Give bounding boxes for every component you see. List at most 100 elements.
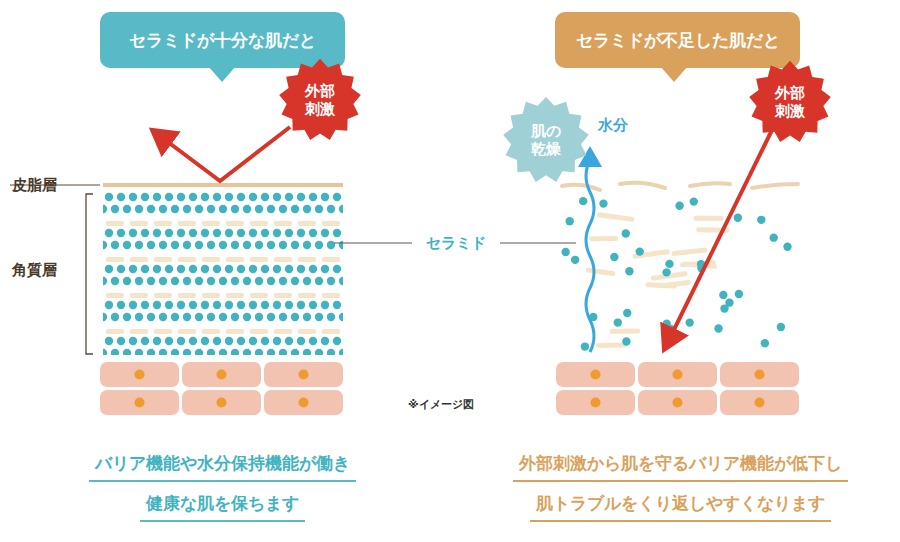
ceramide-dot xyxy=(571,256,579,264)
lipid-fragment xyxy=(610,328,640,333)
skin-cell xyxy=(720,390,799,415)
ceramide-dot xyxy=(579,197,587,205)
skin-cells xyxy=(100,362,343,415)
lipid-fragment xyxy=(585,267,615,276)
lipid-fragment xyxy=(646,282,677,289)
ceramide-dot xyxy=(581,342,589,350)
skin-cell xyxy=(638,362,717,387)
ceramide-dot xyxy=(685,318,693,326)
ceramide-dot xyxy=(735,290,743,298)
cell-nucleus xyxy=(217,370,227,380)
bubble-heading: セラミドが十分な肌だと xyxy=(129,29,316,52)
caption-line: 肌トラブルをくり返しやすくなります xyxy=(530,492,831,522)
cell-nucleus xyxy=(591,370,601,380)
burst-text: 肌の乾燥 xyxy=(530,122,562,158)
leader-line xyxy=(334,243,412,244)
layer-name: 角質層 xyxy=(12,261,57,280)
ceramide-dot xyxy=(599,199,607,207)
lipid-fragment xyxy=(596,342,626,348)
skin-cells xyxy=(556,362,799,415)
skin-cell xyxy=(556,390,635,415)
sebum-fragment xyxy=(562,185,600,190)
sebum-fragment xyxy=(620,183,665,188)
bubble-tail xyxy=(660,66,688,82)
cell-nucleus xyxy=(217,398,227,408)
cell-nucleus xyxy=(673,398,683,408)
ceramide-dot xyxy=(566,217,574,225)
speech-bubble: セラミドが不足した肌だと xyxy=(555,12,800,68)
skin-cell xyxy=(556,362,635,387)
bubble-heading: セラミドが不足した肌だと xyxy=(576,29,780,52)
ceramide-dot xyxy=(757,216,765,224)
ceramide-dot xyxy=(622,229,630,237)
ceramide-dot xyxy=(662,268,670,276)
stimulus-arrow xyxy=(664,130,772,350)
ceramide-dot xyxy=(714,324,722,332)
ceramide-dot xyxy=(725,298,733,306)
burst-outline xyxy=(279,59,361,140)
ceramide-dot xyxy=(614,318,622,326)
cell-nucleus xyxy=(673,370,683,380)
ceramide-dot xyxy=(561,248,569,256)
layer-name: 皮脂層 xyxy=(12,176,57,195)
ceramide-dot xyxy=(690,197,698,205)
skin-cell xyxy=(100,362,179,387)
skin-cell xyxy=(638,390,717,415)
stimulus-arrow xyxy=(152,127,290,181)
ceramide-dot xyxy=(777,323,785,331)
ceramide-dot xyxy=(770,233,778,241)
sebum-fragment xyxy=(690,183,730,186)
skin-cell xyxy=(182,390,261,415)
ceramide-dot xyxy=(636,247,644,255)
caption-line: 外部刺激から肌を守るバリア機能が低下し xyxy=(513,452,848,482)
damaged-layer xyxy=(561,183,798,351)
burst-text: 外部刺激 xyxy=(774,84,806,120)
burst-outline xyxy=(749,61,831,142)
cell-nucleus xyxy=(755,370,765,380)
skin-cell xyxy=(264,390,343,415)
cell-nucleus xyxy=(135,370,145,380)
ceramide-dot xyxy=(675,202,683,210)
leader-line xyxy=(500,243,576,244)
ceramide-dot xyxy=(623,309,631,317)
burst-text: 外部刺激 xyxy=(304,82,336,118)
lipid-fragment xyxy=(589,236,618,241)
cell-nucleus xyxy=(135,398,145,408)
lipid-fragment xyxy=(597,212,635,222)
cell-nucleus xyxy=(299,370,309,380)
stimulus-burst: 外部刺激 xyxy=(278,58,362,142)
bubble-tail xyxy=(208,66,236,82)
caption-line: 健康な肌を保ちます xyxy=(140,492,305,522)
ceramide-dot xyxy=(625,267,633,275)
water-arrow xyxy=(586,152,594,352)
cell-nucleus xyxy=(299,398,309,408)
note: ※イメージ図 xyxy=(408,397,474,412)
part-name: 水分 xyxy=(598,116,628,135)
bracket xyxy=(86,194,93,354)
horny-layer xyxy=(103,192,343,355)
ceramide-dot xyxy=(734,214,742,222)
cell-nucleus xyxy=(591,398,601,408)
caption-line: バリア機能や水分保持機能が働き xyxy=(89,452,356,482)
skin-cell xyxy=(264,362,343,387)
part-name: セラミド xyxy=(423,234,489,253)
ceramide-dot xyxy=(761,339,769,347)
stimulus-burst: 外部刺激 xyxy=(748,60,832,144)
ceramide-dot xyxy=(622,337,630,345)
skin-cell xyxy=(182,362,261,387)
ceramide-dot xyxy=(783,243,791,251)
skin-cell xyxy=(720,362,799,387)
speech-bubble: セラミドが十分な肌だと xyxy=(100,12,345,68)
lipid-fragment xyxy=(693,216,723,221)
sebum-layer xyxy=(103,183,343,187)
ceramide-dot xyxy=(719,291,727,299)
skin-cell xyxy=(100,390,179,415)
ceramide-dot xyxy=(665,260,673,268)
cell-nucleus xyxy=(755,398,765,408)
burst-outline xyxy=(503,97,589,182)
ceramide-dot xyxy=(610,253,618,261)
dryness-burst: 肌の乾燥 xyxy=(502,96,590,184)
lipid-fragment xyxy=(671,247,707,256)
sebum-fragment xyxy=(752,184,798,188)
